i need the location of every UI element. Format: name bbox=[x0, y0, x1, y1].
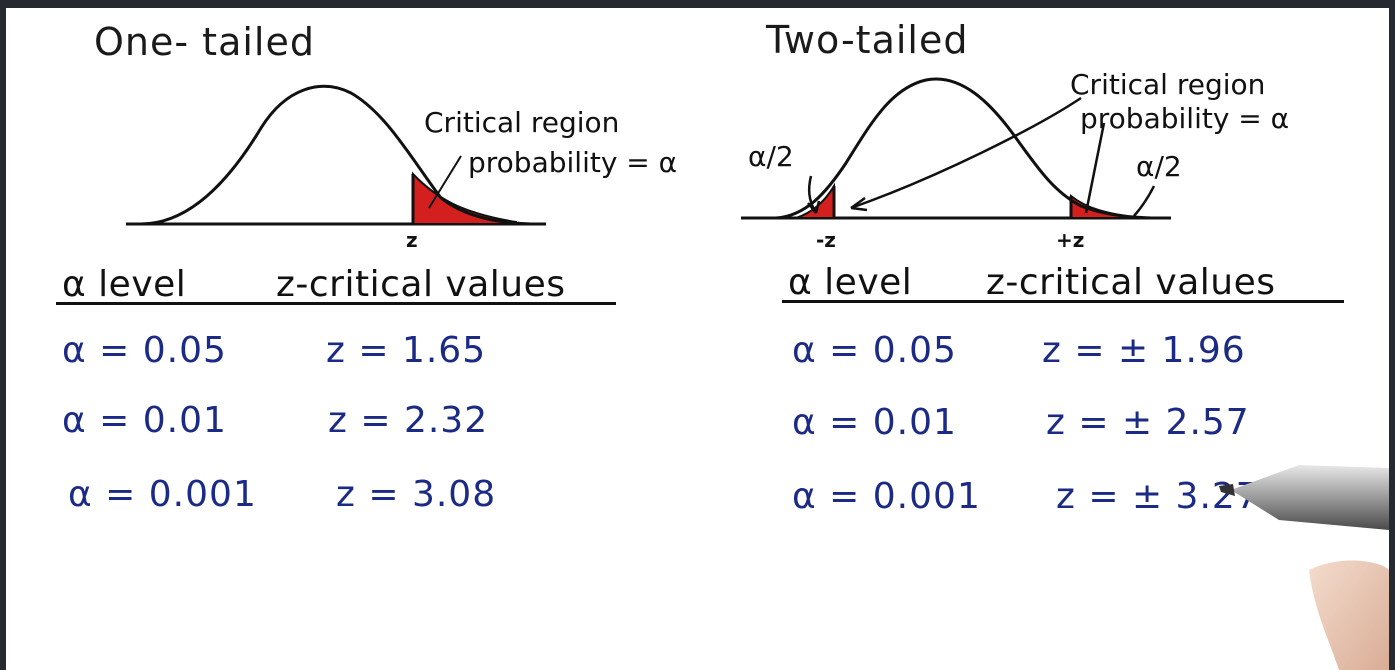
two-tailed-curve bbox=[741, 77, 1171, 220]
hand-shape bbox=[1309, 560, 1389, 670]
two-tailed-header-z: z-critical values bbox=[986, 262, 1276, 303]
two-tailed-arrowhead-left bbox=[850, 196, 868, 212]
whiteboard: One- tailed Critical region probability … bbox=[6, 8, 1389, 670]
one-tailed-header-z: z-critical values bbox=[276, 264, 566, 305]
one-tailed-curve bbox=[126, 84, 546, 226]
two-tailed-z-1: z = ± 1.96 bbox=[1042, 330, 1246, 371]
one-tailed-tick-z: z bbox=[406, 228, 418, 252]
two-tailed-annotation-line2: probability = α bbox=[1080, 102, 1290, 135]
one-tailed-header-rule bbox=[56, 302, 616, 305]
one-tailed-alpha-2: α = 0.01 bbox=[62, 400, 227, 441]
two-tailed-header-rule bbox=[782, 300, 1344, 303]
one-tailed-z-2: z = 2.32 bbox=[328, 400, 489, 441]
two-tailed-tick-plus-z: +z bbox=[1056, 228, 1085, 252]
one-tailed-z-3: z = 3.08 bbox=[336, 474, 497, 515]
one-tailed-title: One- tailed bbox=[94, 20, 315, 64]
one-tailed-pointer bbox=[428, 155, 462, 209]
two-tailed-alpha-1: α = 0.05 bbox=[792, 330, 957, 371]
two-tailed-z-2: z = ± 2.57 bbox=[1046, 402, 1250, 443]
two-tailed-left-tail-arrowhead bbox=[807, 200, 821, 214]
two-tailed-bell-curve bbox=[775, 77, 1162, 220]
two-tailed-left-tail-label: α/2 bbox=[748, 140, 794, 173]
pen-image bbox=[1219, 465, 1389, 670]
one-tailed-z-1: z = 1.65 bbox=[326, 330, 487, 371]
two-tailed-right-tail-label: α/2 bbox=[1136, 150, 1182, 183]
one-tailed-header-alpha: α level bbox=[62, 264, 187, 305]
pen-tip bbox=[1219, 484, 1235, 496]
two-tailed-header-alpha: α level bbox=[788, 262, 913, 303]
two-tailed-pointer-to-left bbox=[850, 96, 1082, 210]
two-tailed-annotation-line1: Critical region bbox=[1070, 68, 1266, 101]
two-tailed-pointer-to-right bbox=[1084, 122, 1106, 214]
two-tailed-title: Two-tailed bbox=[766, 18, 969, 62]
one-tailed-alpha-1: α = 0.05 bbox=[62, 330, 227, 371]
one-tailed-annotation-line1: Critical region bbox=[424, 106, 620, 139]
two-tailed-alpha-2: α = 0.01 bbox=[792, 402, 957, 443]
two-tailed-tick-minus-z: -z bbox=[816, 228, 836, 252]
pen-body bbox=[1231, 465, 1389, 530]
one-tailed-annotation-line2: probability = α bbox=[468, 146, 678, 179]
one-tailed-alpha-3: α = 0.001 bbox=[68, 474, 257, 515]
two-tailed-z-3: z = ± 3.27 bbox=[1056, 476, 1260, 517]
one-tailed-bell-curve bbox=[140, 84, 532, 226]
two-tailed-alpha-3: α = 0.001 bbox=[792, 476, 981, 517]
two-tailed-right-tail-pointer bbox=[1133, 185, 1156, 217]
